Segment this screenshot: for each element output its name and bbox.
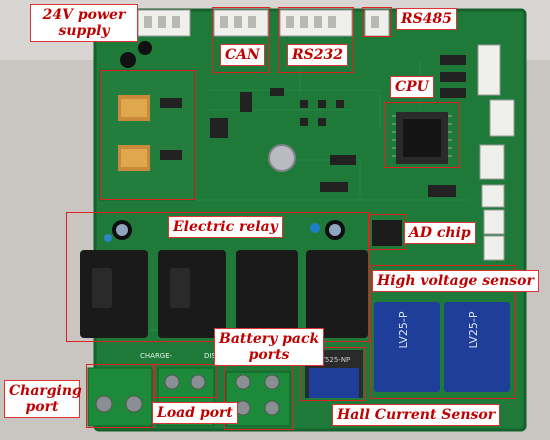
load-frame [154, 364, 218, 398]
coin-cell [268, 144, 296, 172]
label-power-supply: 24V power supply [30, 4, 138, 42]
sensor-b-text: LV25-P [467, 311, 480, 348]
rs232-frame [278, 7, 354, 73]
hall-text: LT525-NP [318, 356, 351, 364]
charging-frame [86, 364, 154, 428]
label-charging-line2: port [25, 399, 59, 415]
small-components [210, 55, 466, 197]
power-supply-section [99, 41, 196, 201]
label-ad-chip: AD chip [404, 222, 476, 244]
label-battery-pack-ports: Battery pack ports [214, 328, 324, 366]
label-power-supply-line1: 24V power [42, 7, 126, 23]
label-rs485: RS485 [396, 8, 457, 30]
can-frame [212, 7, 270, 73]
label-load-port: Load port [152, 402, 238, 424]
charge-silk: CHARGE- [140, 352, 173, 360]
dis-silk: DIS [204, 352, 216, 360]
top-connectors [137, 9, 390, 37]
label-electric-relay: Electric relay [168, 216, 283, 238]
sensor-a-text: LV25-P [397, 311, 410, 348]
ad-chip-frame [368, 214, 406, 250]
rs485-frame [362, 7, 392, 37]
label-hall-current-sensor: Hall Current Sensor [332, 404, 501, 426]
label-battery-line1: Battery pack [219, 331, 320, 347]
voltage-sensors: LV25-P LV25-P [374, 302, 510, 392]
label-cpu: CPU [390, 76, 434, 98]
capacitors [104, 220, 345, 242]
hall-frame [300, 347, 366, 401]
ad-chip [372, 220, 402, 246]
cpu-frame [384, 102, 460, 168]
cpu-chip [392, 112, 452, 164]
label-power-supply-line2: supply [58, 23, 110, 39]
hv-sensor-frame [370, 265, 516, 399]
label-rs232: RS232 [287, 44, 348, 66]
relays [80, 250, 368, 338]
power-supply-frame [100, 70, 196, 200]
label-high-voltage-sensor: High voltage sensor [372, 270, 539, 292]
label-charging-port: Charging port [4, 380, 82, 418]
right-connectors [477, 44, 515, 261]
label-battery-line2: ports [248, 347, 290, 363]
label-charging-line1: Charging [9, 383, 82, 399]
label-can: CAN [220, 44, 265, 66]
